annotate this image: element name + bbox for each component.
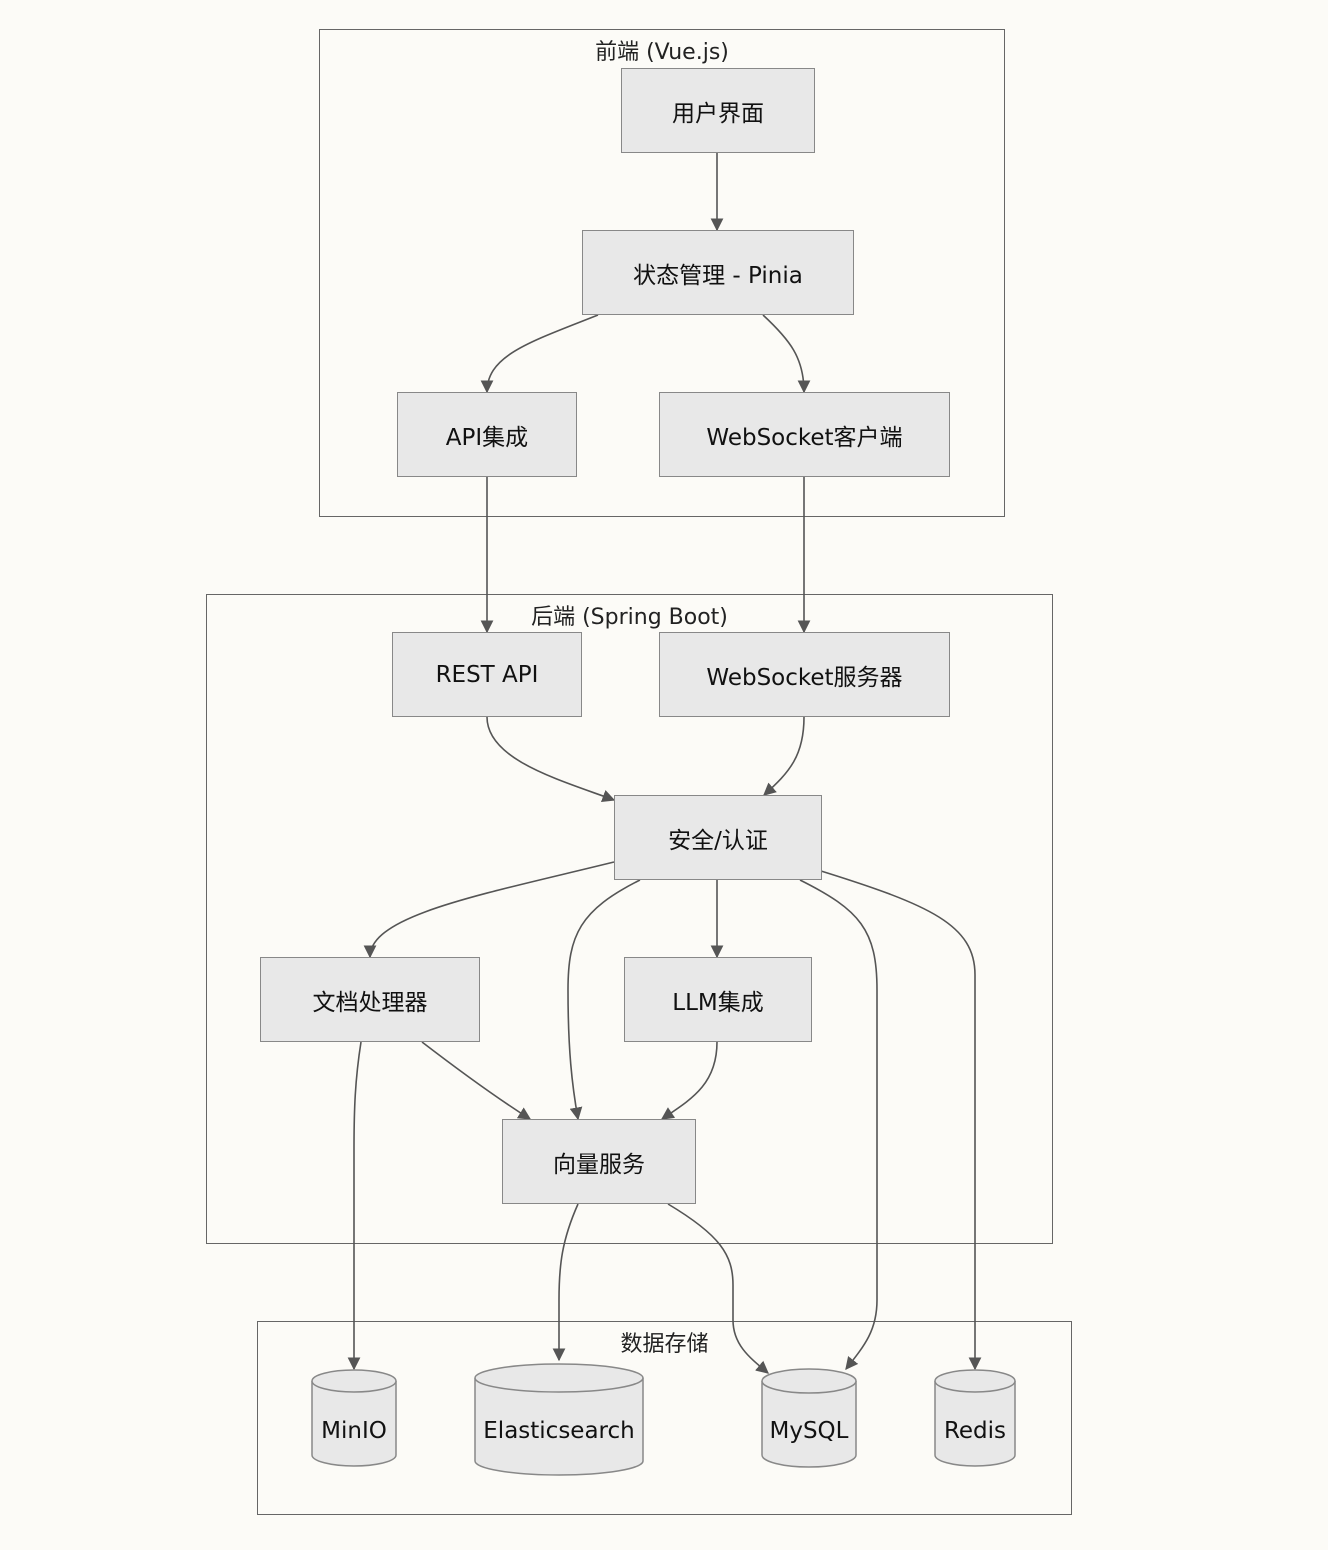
node-wsserver[interactable]: WebSocket服务器 (659, 632, 950, 717)
edge-rest-auth (486, 716, 616, 803)
db-redis-cylinder (934, 1369, 1016, 1467)
db-minio-cylinder (311, 1369, 397, 1467)
db-elastic-cylinder (474, 1363, 644, 1476)
edge-pinia-api (480, 314, 599, 394)
node-api[interactable]: API集成 (397, 392, 577, 477)
edge-wsserver-auth (763, 716, 805, 796)
node-auth[interactable]: 安全/认证 (614, 795, 822, 880)
edge-auth-redis (820, 870, 982, 1371)
edge-llm-vector (660, 1041, 718, 1120)
group-title-backend: 后端 (Spring Boot) (531, 605, 728, 630)
group-storage: 数据存储 (257, 1321, 1072, 1515)
edge-docproc-vector (421, 1041, 532, 1120)
db-minio-label[interactable]: MinIO (321, 1418, 387, 1444)
group-frontend: 前端 (Vue.js) (319, 29, 1005, 517)
node-vector[interactable]: 向量服务 (502, 1119, 696, 1204)
group-title-frontend: 前端 (Vue.js) (595, 40, 729, 65)
node-wsclient[interactable]: WebSocket客户端 (659, 392, 950, 477)
node-ui[interactable]: 用户界面 (621, 68, 815, 153)
edge-auth-vector (567, 879, 641, 1121)
db-redis-label[interactable]: Redis (943, 1418, 1007, 1444)
group-backend: 后端 (Spring Boot) (206, 594, 1053, 1244)
edge-auth-mysql (799, 879, 878, 1371)
node-docproc[interactable]: 文档处理器 (260, 957, 480, 1042)
db-elastic-label[interactable]: Elasticsearch (483, 1418, 635, 1444)
edge-docproc-minio (347, 1041, 362, 1371)
db-mysql-label[interactable]: MySQL (769, 1418, 849, 1444)
node-llm[interactable]: LLM集成 (624, 957, 812, 1042)
group-title-storage: 数据存储 (620, 1332, 709, 1357)
edge-vector-elastic (552, 1203, 579, 1362)
node-rest[interactable]: REST API (392, 632, 582, 717)
db-mysql-cylinder (761, 1368, 857, 1468)
edge-pinia-wsclient (762, 314, 811, 394)
edge-vector-mysql (667, 1203, 769, 1374)
edge-auth-docproc (363, 861, 615, 959)
node-pinia[interactable]: 状态管理 - Pinia (582, 230, 854, 315)
